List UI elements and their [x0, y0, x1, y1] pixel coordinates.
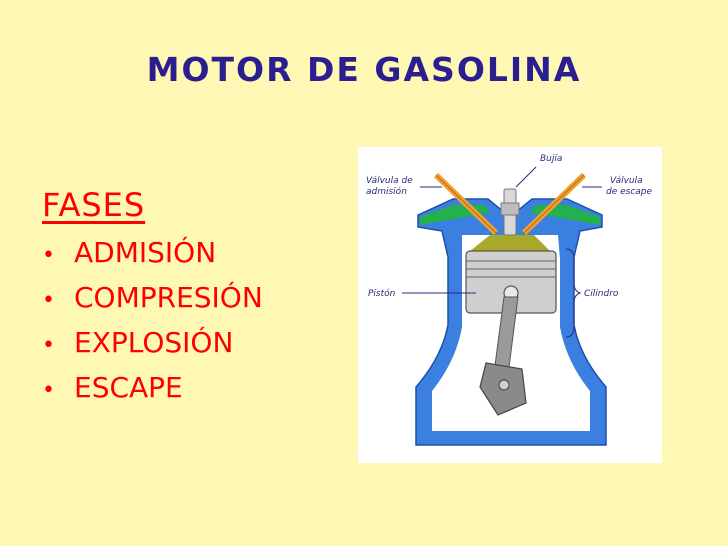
bullet-icon: • — [42, 288, 55, 313]
phases-list: • ADMISIÓN • COMPRESIÓN • EXPLOSIÓN • ESCAPE — [42, 236, 263, 416]
phase-compresion: COMPRESIÓN — [74, 281, 263, 314]
list-item: • EXPLOSIÓN — [42, 326, 263, 371]
phase-admision: ADMISIÓN — [74, 236, 217, 269]
bullet-icon: • — [42, 333, 55, 358]
label-spark-plug: Bujía — [540, 154, 562, 164]
list-item: • ADMISIÓN — [42, 236, 263, 281]
phase-escape: ESCAPE — [74, 371, 183, 404]
label-exhaust-valve-1: Válvula — [610, 176, 643, 186]
label-intake-valve-1: Válvula de — [366, 176, 413, 186]
phase-explosion: EXPLOSIÓN — [74, 326, 234, 359]
bullet-icon: • — [42, 378, 55, 403]
slide-title: MOTOR DE GASOLINA — [146, 50, 582, 89]
combustion-chamber — [470, 235, 550, 251]
label-cylinder: Cilindro — [584, 289, 619, 299]
engine-diagram-svg: Bujía Válvula de admisión Válvula de esc… — [366, 154, 653, 446]
list-item: • COMPRESIÓN — [42, 281, 263, 326]
bullet-icon: • — [42, 243, 55, 268]
phases-heading: FASES — [42, 186, 146, 224]
label-piston: Pistón — [368, 288, 396, 299]
label-exhaust-valve-2: de escape — [606, 187, 653, 197]
label-intake-valve-2: admisión — [366, 186, 407, 197]
list-item: • ESCAPE — [42, 371, 263, 416]
engine-diagram: Bujía Válvula de admisión Válvula de esc… — [358, 147, 662, 463]
cylinder-brace — [565, 248, 582, 338]
